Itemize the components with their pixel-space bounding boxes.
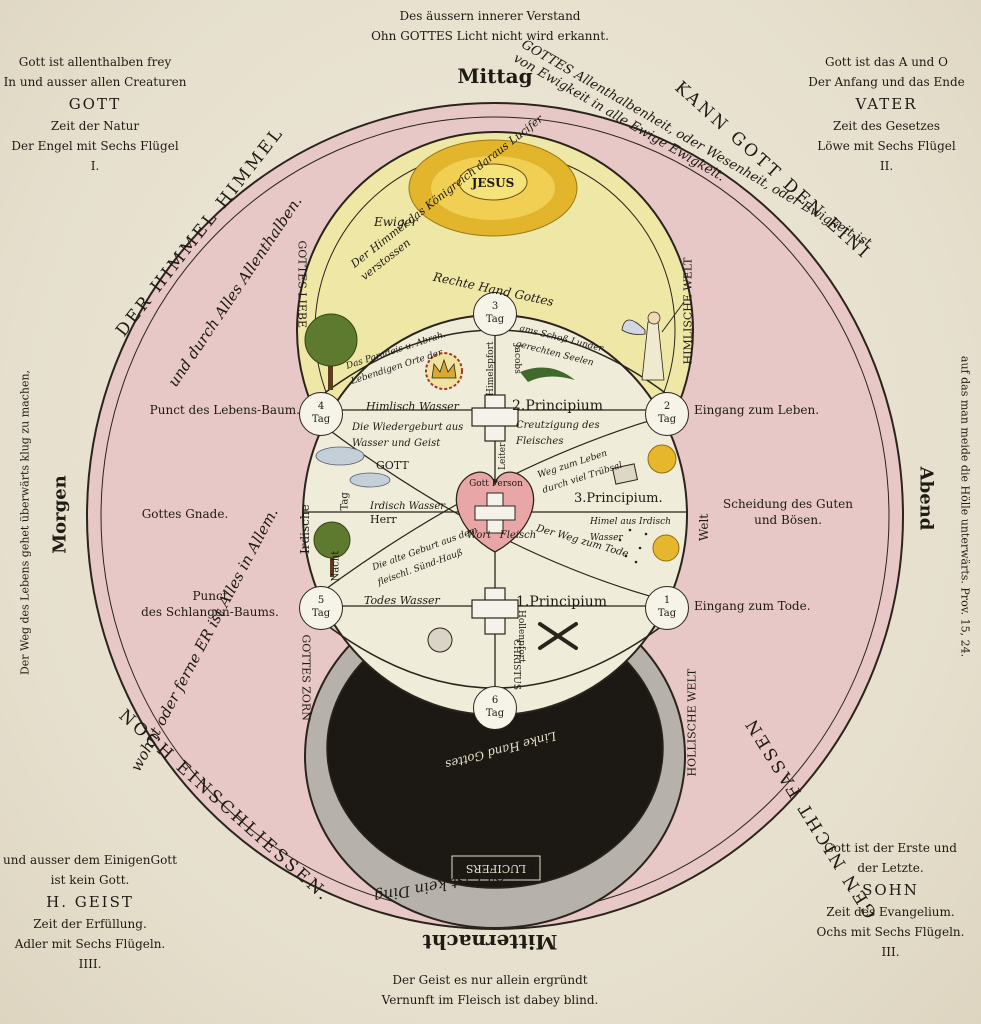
- side-text-right: auf das man meide die Hölle unterwärts. …: [958, 355, 972, 658]
- text-jacobs: Jacobs: [512, 344, 522, 374]
- skull-icon: [427, 627, 453, 653]
- text-leiter: Leiter: [498, 442, 508, 470]
- stars-icon: [618, 528, 648, 564]
- text-himlische-welt: HIMLISCHE WELT: [681, 257, 695, 365]
- crown-icon: [431, 358, 457, 379]
- angel-icon: [621, 301, 685, 381]
- text-tag: Tag: [339, 492, 351, 511]
- text-irdisch-wasser: Irdisch Wasser: [370, 501, 446, 512]
- text-himmelspfort: Himelspfort: [486, 341, 496, 396]
- text-principium-2: 2.Principium: [512, 398, 604, 414]
- direction-north: Mittag: [457, 64, 533, 88]
- text-herr: Herr: [370, 513, 397, 526]
- jesus-sun: [408, 139, 578, 237]
- text-welt: Welt: [697, 513, 711, 541]
- text-fleisch: Fleisch: [499, 530, 537, 541]
- text-irdische: Irdische: [298, 504, 312, 554]
- label-punct-lebens-baum: Punct des Lebens-Baum.: [149, 403, 300, 417]
- heart-cross: [474, 492, 516, 534]
- clouds-icon: [315, 446, 391, 488]
- sun-icon-lower: [652, 534, 680, 562]
- text-wiedergeburt: Die Wiedergeburt aus Wasser und Geist: [352, 422, 464, 449]
- tablet-icon: [611, 463, 639, 485]
- text-gottes-zorn: GOTTES ZORN: [299, 634, 313, 721]
- direction-west: Morgen: [49, 475, 71, 554]
- palm-branch-icon: [520, 367, 575, 382]
- text-principium-1: 1.Principium: [516, 594, 608, 610]
- text-hollische-welt: HOLLISCHE WELT: [685, 668, 699, 777]
- jesus-label: JESUS: [471, 176, 515, 190]
- direction-east: Abend: [915, 466, 937, 531]
- text-gott: GOTT: [376, 459, 409, 472]
- luciferi-plaque: [451, 855, 541, 881]
- label-gottes-gnade: Gottes Gnade.: [141, 507, 229, 521]
- text-nacht: Nacht: [330, 550, 342, 582]
- text-luciferi: LUCIFERS: [465, 862, 527, 875]
- sun-icon-small: [647, 444, 677, 474]
- text-creutzigung: Creutzigung des Fleisches: [516, 420, 600, 447]
- text-himlisch-wasser: Himlisch Wasser: [366, 400, 459, 413]
- text-himel-aus: Himel aus Irdisch Wasser: [590, 517, 671, 543]
- label-eingang-tode: Eingang zum Tode.: [694, 599, 811, 613]
- text-principium-3: 3.Principium.: [574, 491, 663, 506]
- direction-south: Mitternacht: [422, 930, 558, 954]
- cross-top: [471, 394, 519, 442]
- text-wort: Wort: [466, 530, 492, 541]
- label-eingang-leben: Eingang zum Leben.: [694, 403, 820, 417]
- text-hollenpfort: Hollenpfort: [516, 610, 526, 663]
- tree-icon-life: [304, 313, 358, 390]
- text-gottes-liebe: GOTTES LIEBE: [295, 240, 309, 329]
- text-gott-person: Gott Person: [469, 479, 523, 489]
- tree-icon-serpent: [313, 521, 351, 577]
- cross-bottom: [471, 587, 519, 635]
- crossbones-icon: [538, 622, 578, 650]
- text-todes-wasser: Todes Wasser: [364, 594, 440, 607]
- side-text-left: Der Weg des Lebens gehet überwärts klug …: [18, 369, 32, 676]
- text-ewiger: Ewiger: [374, 215, 418, 229]
